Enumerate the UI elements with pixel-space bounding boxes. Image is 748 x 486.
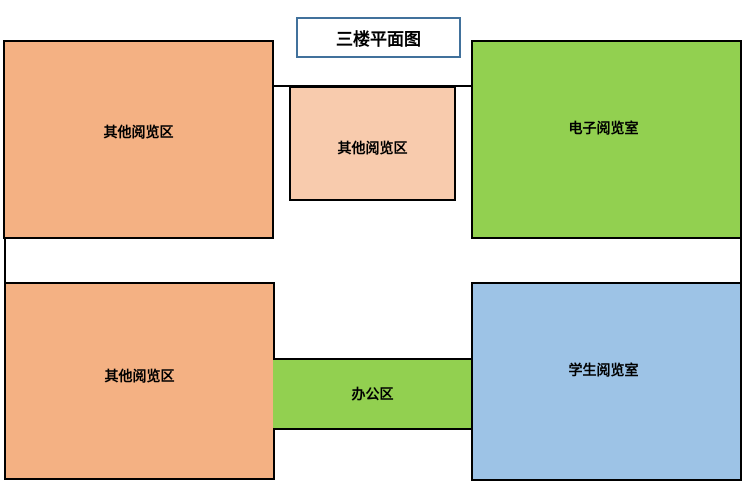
room-label: 电子阅览室 [568,120,639,137]
room-label: 其他阅览区 [103,124,174,141]
room-top-middle: 其他阅览区 [289,86,456,201]
room-bottom-right: 学生阅览室 [471,282,742,481]
room-label: 其他阅览区 [104,369,175,385]
room-top-left: 其他阅览区 [3,40,274,239]
room-label: 办公区 [351,387,394,403]
room-office: 办公区 [273,358,474,430]
floor-plan-title: 三楼平面图 [296,17,461,58]
room-bottom-left: 其他阅览区 [4,282,275,480]
room-label: 其他阅览区 [337,140,408,157]
room-label: 学生阅览室 [568,362,639,379]
room-top-right: 电子阅览室 [471,40,742,239]
connector-line-left [4,237,6,293]
connector-line-right [740,237,742,284]
title-text: 三楼平面图 [336,30,421,50]
